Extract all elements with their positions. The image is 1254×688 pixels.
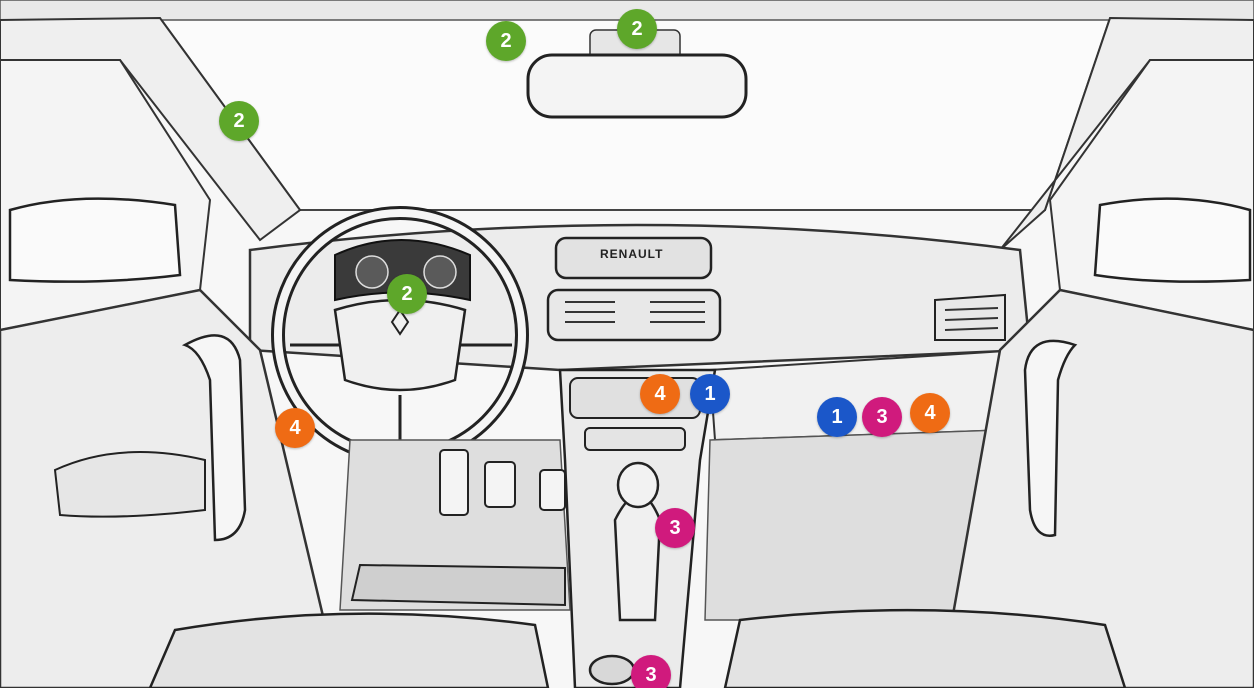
center-display	[556, 238, 711, 278]
rearview-mirror	[528, 55, 746, 117]
marker-center-console-4[interactable]: 4	[640, 374, 680, 414]
marker-passenger-footwell-1[interactable]: 1	[817, 397, 857, 437]
marker-cup-holder-3[interactable]: 3	[631, 655, 671, 688]
marker-a-pillar-left-2[interactable]: 2	[219, 101, 259, 141]
marker-instrument-cluster-2[interactable]: 2	[387, 274, 427, 314]
driver-seat	[150, 614, 548, 688]
radio-unit	[585, 428, 685, 450]
marker-center-console-1[interactable]: 1	[690, 374, 730, 414]
marker-passenger-footwell-3[interactable]: 3	[862, 397, 902, 437]
accelerator-pedal	[540, 470, 565, 510]
clutch-pedal	[440, 450, 468, 515]
climate-controls	[570, 378, 700, 418]
window-switches	[55, 452, 205, 517]
marker-passenger-footwell-4[interactable]: 4	[910, 393, 950, 433]
marker-gear-shifter-3[interactable]: 3	[655, 508, 695, 548]
right-side-mirror	[1095, 199, 1250, 282]
passenger-seat	[725, 610, 1125, 688]
brake-pedal	[485, 462, 515, 507]
heel-pad	[352, 565, 565, 605]
left-side-mirror	[10, 199, 180, 282]
marker-rearview-mirror-2[interactable]: 2	[617, 9, 657, 49]
center-vents	[548, 290, 720, 340]
marker-headliner-left-2[interactable]: 2	[486, 21, 526, 61]
gear-shifter	[615, 495, 660, 620]
cup-holder	[590, 656, 634, 684]
marker-driver-door-4[interactable]: 4	[275, 408, 315, 448]
steering-hub	[335, 300, 465, 390]
